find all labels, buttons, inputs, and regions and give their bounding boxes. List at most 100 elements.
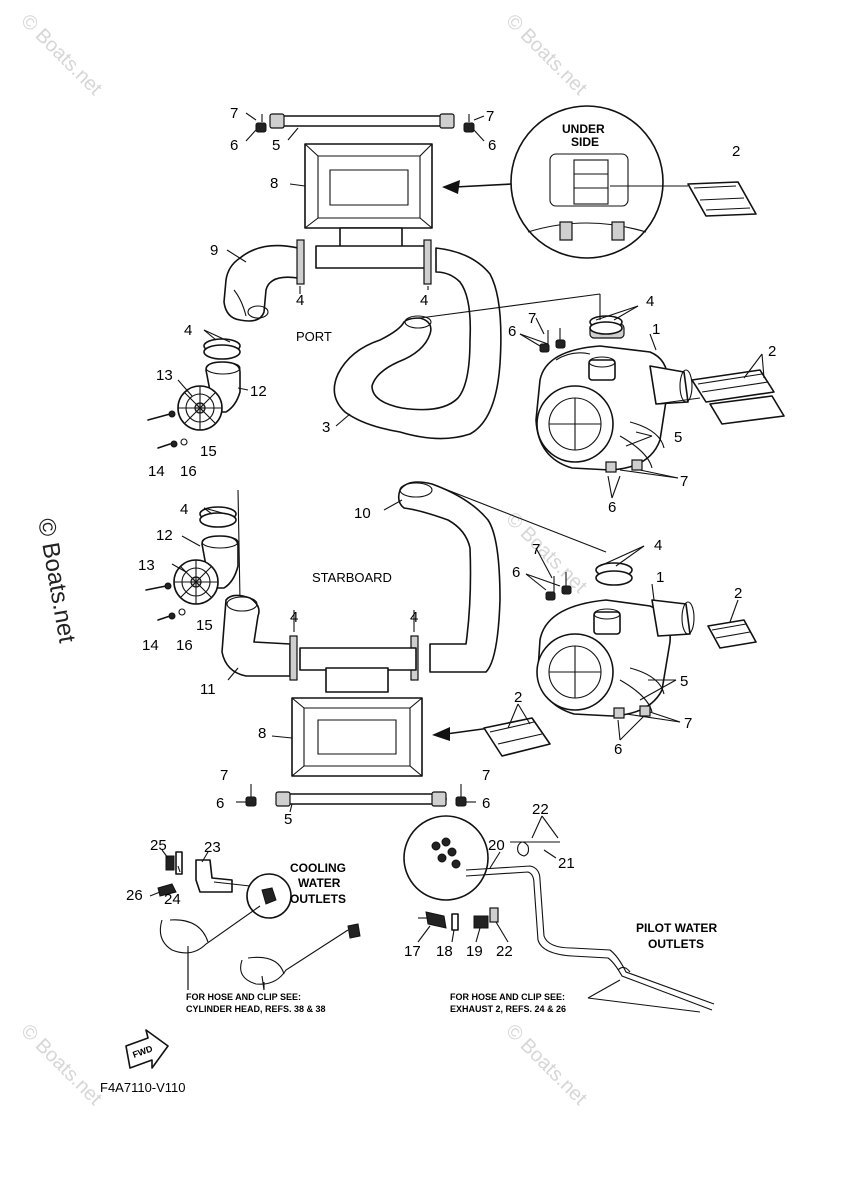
callout-13: 13 <box>156 367 173 384</box>
pad-starboard <box>707 619 757 649</box>
callout-7: 7 <box>528 310 536 327</box>
callout-6: 6 <box>230 137 238 154</box>
watermark-bottom-right: © Boats.net <box>501 1020 591 1110</box>
callout-19: 19 <box>466 943 483 960</box>
strap-top <box>255 113 475 133</box>
callout-5: 5 <box>674 429 682 446</box>
collector-box-starboard <box>291 647 423 777</box>
callout-12: 12 <box>250 383 267 400</box>
callout-16: 16 <box>176 637 193 654</box>
callout-8: 8 <box>258 725 266 742</box>
note-arrows <box>187 946 701 1013</box>
callout-20: 20 <box>488 837 505 854</box>
pad-port <box>655 369 785 425</box>
callout-numbers: 7 6 5 7 6 8 2 9 4 4 4 4 1 2 7 6 13 12 3 … <box>126 105 776 960</box>
callout-15: 15 <box>200 443 217 460</box>
callout-6: 6 <box>482 795 490 812</box>
elbow-port <box>177 361 241 431</box>
note-left-1: FOR HOSE AND CLIP SEE: <box>186 992 301 1002</box>
elbow-starboard <box>173 535 239 605</box>
callout-17: 17 <box>404 943 421 960</box>
screws-starboard <box>145 582 186 621</box>
callout-22: 22 <box>532 801 549 818</box>
screws-port <box>147 410 188 449</box>
callout-1: 1 <box>656 569 664 586</box>
callout-7: 7 <box>680 473 688 490</box>
leader-lines <box>149 112 765 943</box>
callout-11: 11 <box>200 681 216 698</box>
text-labels: PORT STARBOARD COOLING WATER OUTLETS PIL… <box>100 329 717 1095</box>
callout-6: 6 <box>216 795 224 812</box>
detail-circle-under-side: UNDER SIDE <box>510 105 664 259</box>
callout-22: 22 <box>496 943 513 960</box>
hose-9 <box>223 244 299 322</box>
hose-3 <box>333 247 601 440</box>
watermark-side: © Boats.net <box>32 516 80 645</box>
callout-6: 6 <box>608 499 616 516</box>
callout-4: 4 <box>410 609 418 626</box>
callout-9: 9 <box>210 242 218 259</box>
under-side-label-2: SIDE <box>571 135 599 149</box>
callout-5: 5 <box>284 811 292 828</box>
note-right-1: FOR HOSE AND CLIP SEE: <box>450 992 565 1002</box>
callout-6: 6 <box>512 564 520 581</box>
callout-7: 7 <box>532 541 540 558</box>
cooling-water-outlets <box>157 851 361 990</box>
cooling-label-3: OUTLETS <box>290 892 346 906</box>
callout-4: 4 <box>646 293 654 310</box>
callout-8: 8 <box>270 175 278 192</box>
callout-16: 16 <box>180 463 197 480</box>
drawing-code: F4A7110-V110 <box>100 1080 186 1095</box>
callout-15: 15 <box>196 617 213 634</box>
watermark-mid-right: © Boats.net <box>501 508 591 598</box>
callout-5: 5 <box>680 673 688 690</box>
cooling-label-1: COOLING <box>290 861 346 875</box>
callout-6: 6 <box>508 323 516 340</box>
pilot-label-1: PILOT WATER <box>636 921 717 935</box>
watermark-bottom-left: © Boats.net <box>16 1020 106 1110</box>
callout-5: 5 <box>272 137 280 154</box>
callout-7: 7 <box>482 767 490 784</box>
callout-4: 4 <box>290 609 298 626</box>
callout-4: 4 <box>184 322 192 339</box>
collector-box-port <box>304 143 433 269</box>
port-label: PORT <box>296 329 332 344</box>
under-side-label-1: UNDER <box>562 122 605 136</box>
callout-2: 2 <box>768 343 776 360</box>
callout-7: 7 <box>220 767 228 784</box>
note-right-2: EXHAUST 2, REFS. 24 & 26 <box>450 1004 566 1014</box>
callout-6: 6 <box>614 741 622 758</box>
callout-25: 25 <box>150 837 167 854</box>
fasteners-starboard-filter <box>545 572 572 601</box>
callout-13: 13 <box>138 557 155 574</box>
callout-4: 4 <box>654 537 662 554</box>
hose-11 <box>221 594 291 677</box>
callout-1: 1 <box>652 321 660 338</box>
callout-14: 14 <box>142 637 159 654</box>
cooling-label-2: WATER <box>298 876 341 890</box>
callout-10: 10 <box>354 505 371 522</box>
watermark-top-left: © Boats.net <box>16 10 106 100</box>
pointer-arrow-under-side <box>442 180 513 194</box>
pad-starboard-box <box>483 717 551 757</box>
callout-3: 3 <box>322 419 330 436</box>
callout-4: 4 <box>420 292 428 309</box>
filter-assembly-port <box>535 323 693 473</box>
callout-18: 18 <box>436 943 453 960</box>
fwd-arrow: FWD <box>125 1029 169 1069</box>
leader-starboard-clamp <box>237 489 241 601</box>
note-left-2: CYLINDER HEAD, REFS. 38 & 38 <box>186 1004 326 1014</box>
strap-bottom <box>245 784 467 807</box>
hose-10 <box>397 481 607 673</box>
fasteners-port-filter <box>539 328 566 353</box>
callout-2: 2 <box>732 143 740 160</box>
watermark-top-right: © Boats.net <box>501 10 591 100</box>
callout-21: 21 <box>558 855 575 872</box>
callout-2: 2 <box>514 689 522 706</box>
callout-7: 7 <box>230 105 238 122</box>
callout-7: 7 <box>486 108 494 125</box>
callout-4: 4 <box>296 292 304 309</box>
clamp-port-left <box>203 338 241 360</box>
callout-4: 4 <box>180 501 188 518</box>
pad-top <box>610 181 757 217</box>
